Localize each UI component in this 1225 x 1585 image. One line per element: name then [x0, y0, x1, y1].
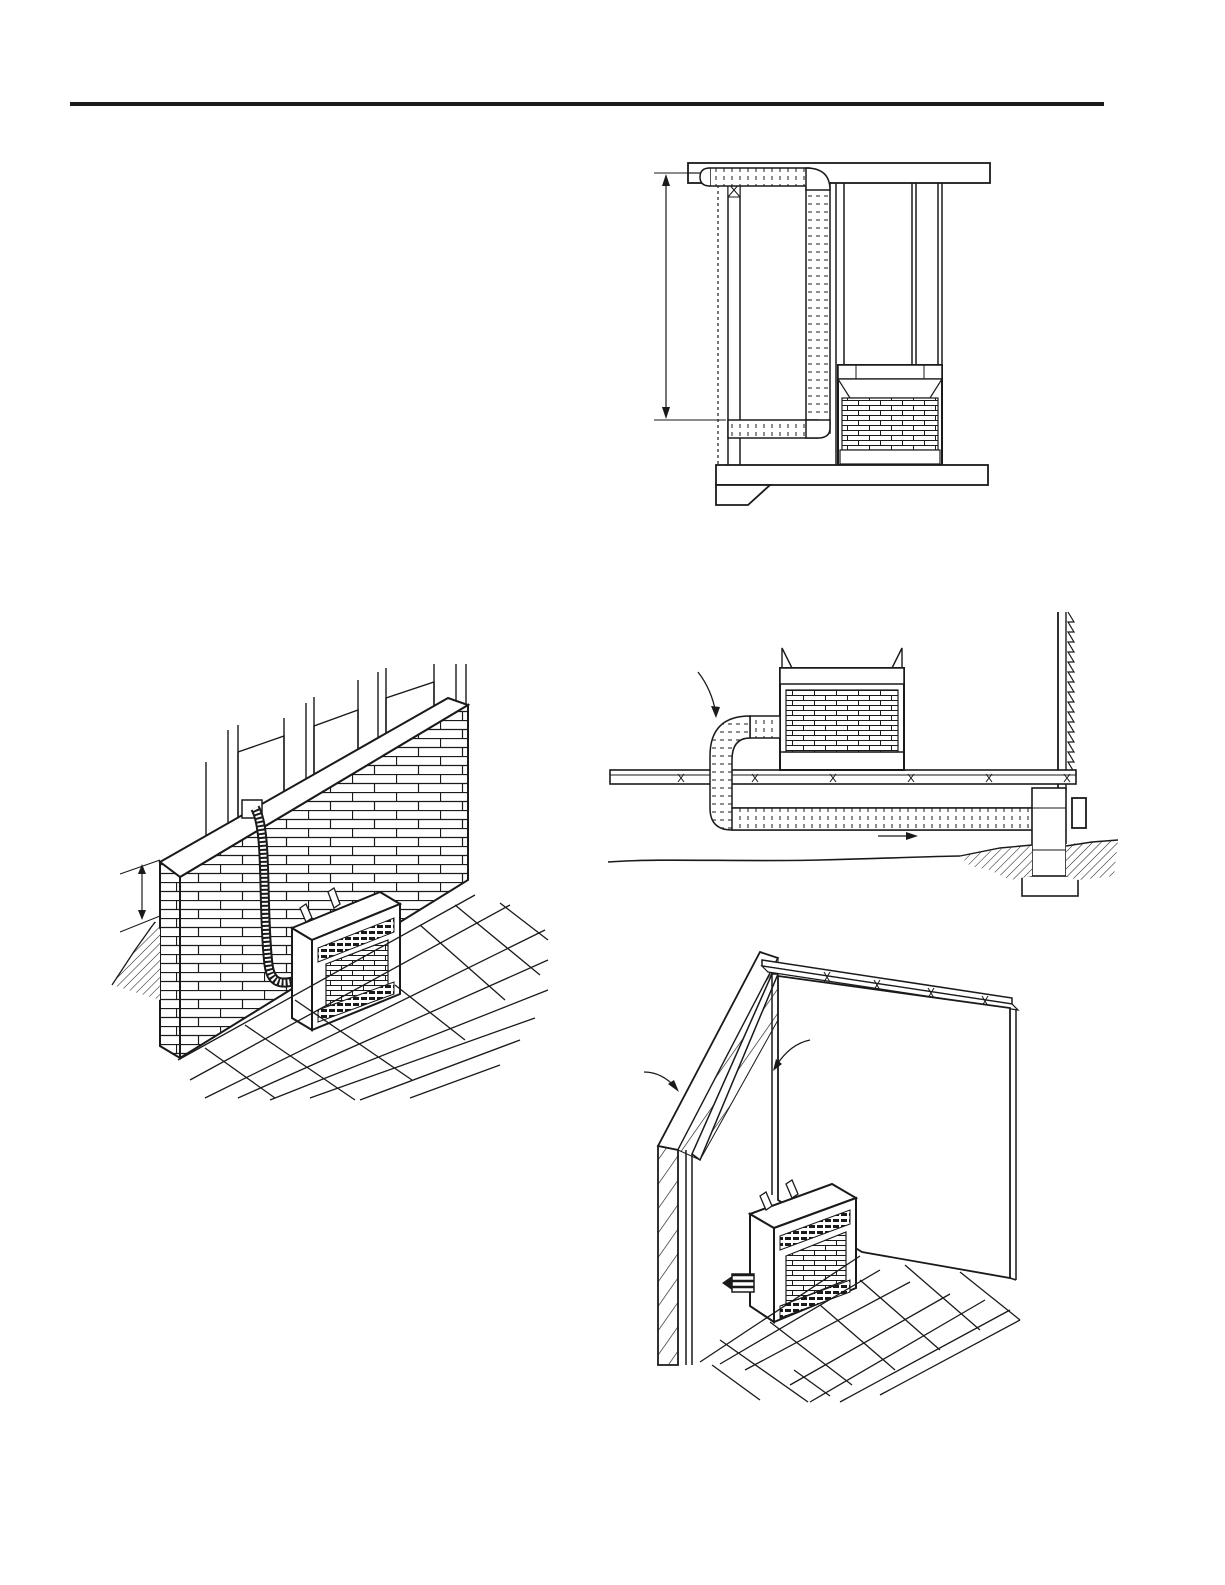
- figure-corner-installation: [644, 952, 1020, 1402]
- figure-outside-wall-duct: [112, 664, 548, 1100]
- figure-attic-air-intake: [654, 163, 990, 505]
- figure-crawl-space-intake: [608, 612, 1118, 896]
